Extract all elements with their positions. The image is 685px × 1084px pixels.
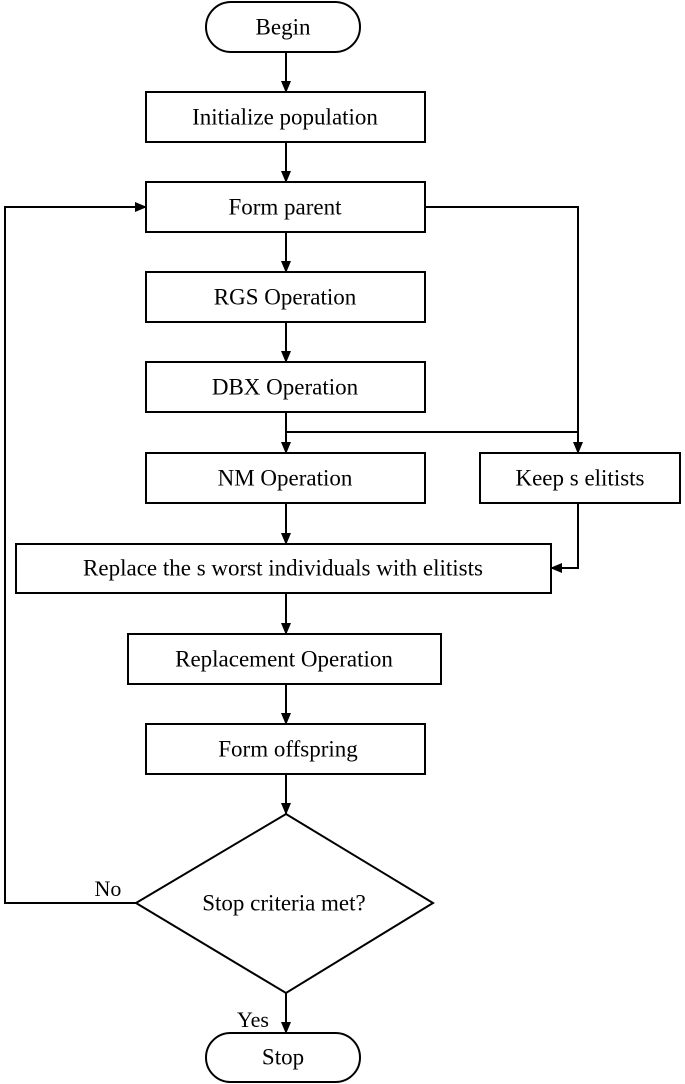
edge-form-parent-to-keep (425, 206, 583, 454)
process-box (145, 452, 426, 504)
node-keep-elitists: Keep s elitists (479, 452, 681, 504)
edge-decision-no-loop (4, 202, 147, 904)
node-dbx-operation: DBX Operation (145, 361, 426, 413)
process-box (145, 271, 426, 323)
node-stop-decision: Stop criteria met? (134, 812, 435, 995)
edge-label-no: No (95, 876, 122, 901)
node-label: Begin (256, 15, 311, 40)
terminal-shape (205, 1, 361, 53)
node-label: NM Operation (218, 466, 353, 491)
process-box (145, 723, 426, 775)
node-label: Form offspring (218, 737, 358, 762)
node-form-parent: Form parent (145, 181, 426, 233)
node-begin: Begin (205, 1, 361, 53)
edge-label-yes: Yes (237, 1007, 269, 1032)
node-label: Keep s elitists (515, 466, 644, 491)
node-label: Replace the s worst individuals with eli… (83, 556, 483, 581)
node-label: RGS Operation (214, 285, 357, 310)
node-stop: Stop (205, 1032, 361, 1083)
node-label: Initialize population (192, 105, 378, 130)
edge-keep-to-replace-worst (550, 503, 579, 573)
node-initialize-population: Initialize population (145, 91, 426, 143)
node-label: Stop criteria met? (202, 891, 366, 916)
node-label: Stop (262, 1045, 304, 1070)
edges (4, 52, 583, 1034)
process-box (127, 633, 442, 685)
process-box (145, 361, 426, 413)
node-replace-worst: Replace the s worst individuals with eli… (15, 543, 552, 594)
node-form-offspring: Form offspring (145, 723, 426, 775)
process-box (145, 181, 426, 233)
process-box (15, 543, 552, 594)
process-box (479, 452, 681, 504)
node-nm-operation: NM Operation (145, 452, 426, 504)
decision-diamond (134, 812, 435, 995)
node-label: DBX Operation (212, 375, 359, 400)
terminal-shape (205, 1032, 361, 1083)
node-label: Form parent (228, 195, 342, 220)
process-box (145, 91, 426, 143)
node-replacement-operation: Replacement Operation (127, 633, 442, 685)
node-rgs-operation: RGS Operation (145, 271, 426, 323)
node-label: Replacement Operation (175, 647, 393, 672)
